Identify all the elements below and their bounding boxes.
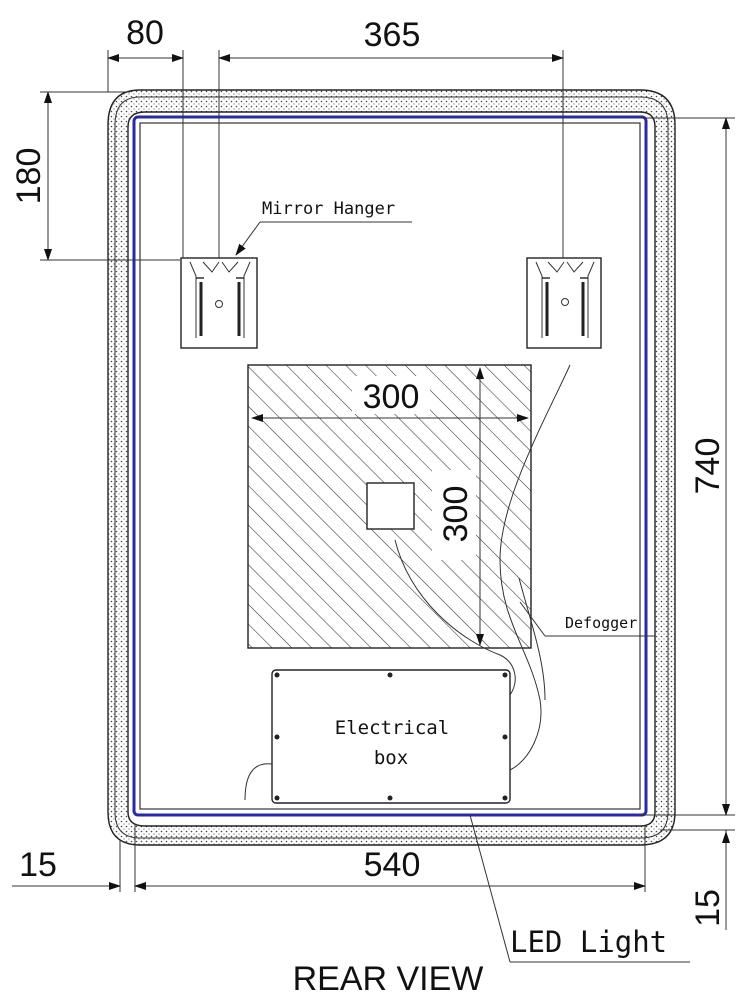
dim-label-bg-300-horizontal	[352, 376, 430, 414]
mirror-hanger-label: Mirror Hanger	[262, 199, 395, 219]
dim-label-365: 365	[364, 16, 421, 54]
defogger-center-square	[366, 482, 415, 530]
wires	[244, 364, 571, 801]
led-strip	[132, 115, 648, 817]
dim-15-bottom	[660, 829, 735, 930]
dim-label-bg-300-vertical	[432, 470, 476, 560]
dim-label-180: 180	[10, 148, 48, 205]
inner-panel-outline	[139, 122, 641, 810]
dim-label-300-horizontal: 300	[363, 378, 420, 416]
dim-365	[218, 50, 564, 258]
dim-180	[40, 91, 180, 261]
led-light-label: LED Light	[510, 925, 667, 959]
dim-label-540: 540	[364, 846, 421, 884]
defogger-leader	[519, 601, 655, 637]
dim-label-740: 740	[689, 438, 727, 495]
mirror-hanger-right	[526, 257, 602, 349]
electrical-box	[271, 669, 511, 804]
mirror-hanger-leader	[235, 221, 412, 256]
dim-80	[107, 50, 184, 258]
mirror-frame	[107, 89, 676, 846]
view-title: REAR VIEW	[293, 960, 484, 998]
dim-label-80: 80	[126, 14, 164, 52]
mirror-hanger-left	[180, 257, 258, 349]
dim-740	[640, 117, 735, 816]
dim-label-15-left: 15	[19, 846, 57, 884]
electrical-box-label-line2: box	[374, 747, 408, 769]
defogger-label: Defogger	[565, 614, 637, 632]
dim-label-300-vertical: 300	[437, 486, 475, 543]
dim-label-15-bottom: 15	[689, 889, 727, 927]
electrical-box-label-line1: Electrical	[335, 717, 449, 739]
